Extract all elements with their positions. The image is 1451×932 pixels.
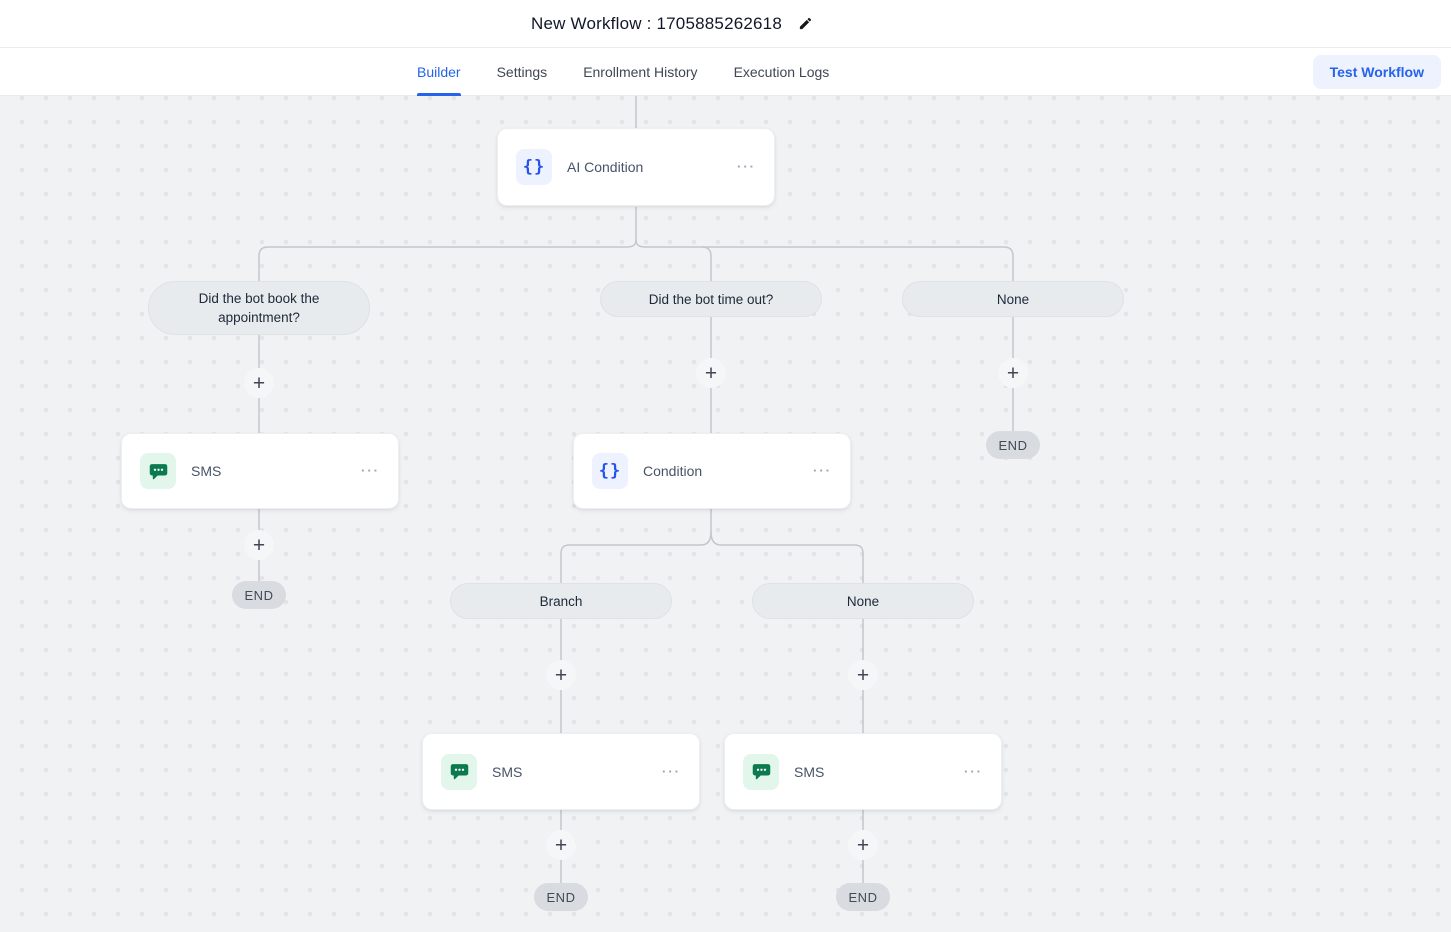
end-badge: END (836, 883, 890, 911)
node-label: Condition (643, 463, 703, 479)
end-badge: END (986, 431, 1040, 459)
workflow-title-group: New Workflow : 1705885262618 (531, 14, 814, 34)
add-step-button[interactable]: + (998, 358, 1028, 388)
node-menu-button[interactable]: ··· (813, 463, 832, 478)
node-menu-button[interactable]: ··· (361, 463, 380, 478)
end-badge: END (534, 883, 588, 911)
tab-settings[interactable]: Settings (496, 64, 548, 80)
node-label: SMS (191, 463, 222, 479)
branch-pill-time-out[interactable]: Did the bot time out? (600, 281, 822, 317)
sms-chat-icon (743, 753, 779, 790)
node-label: SMS (794, 763, 825, 780)
add-step-button[interactable]: + (848, 830, 878, 860)
tab-builder[interactable]: Builder (417, 48, 461, 96)
workflow-header: New Workflow : 1705885262618 (0, 0, 1451, 48)
tab-enrollment-history[interactable]: Enrollment History (583, 64, 698, 80)
edit-title-button[interactable] (796, 15, 814, 33)
branch-pill-none-mid[interactable]: None (752, 583, 974, 619)
braces-icon: {} (592, 453, 628, 489)
add-step-button[interactable]: + (546, 830, 576, 860)
node-sms-bottom-right[interactable]: SMS ··· (724, 733, 1002, 810)
pencil-icon (799, 17, 811, 30)
branch-pill-book-appointment[interactable]: Did the bot book the appointment? (148, 281, 370, 335)
node-ai-condition[interactable]: {} AI Condition ··· (497, 128, 775, 206)
node-sms-bottom-left[interactable]: SMS ··· (422, 733, 700, 810)
node-menu-button[interactable]: ··· (737, 159, 756, 174)
branch-pill-none-top[interactable]: None (902, 281, 1124, 317)
workflow-title: New Workflow : 1705885262618 (531, 13, 782, 33)
end-badge: END (232, 581, 286, 609)
branch-pill-branch[interactable]: Branch (450, 583, 672, 619)
node-label: AI Condition (567, 159, 644, 175)
sms-chat-icon (441, 753, 477, 790)
add-step-button[interactable]: + (546, 660, 576, 690)
node-menu-button[interactable]: ··· (662, 763, 681, 779)
tab-bar: Builder Settings Enrollment History Exec… (0, 48, 1451, 96)
braces-icon: {} (516, 149, 552, 185)
node-menu-button[interactable]: ··· (964, 763, 983, 779)
sms-chat-icon (140, 453, 176, 489)
add-step-button[interactable]: + (848, 660, 878, 690)
test-workflow-button[interactable]: Test Workflow (1312, 55, 1441, 89)
tabs: Builder Settings Enrollment History Exec… (417, 48, 829, 96)
add-step-button[interactable]: + (696, 358, 726, 388)
add-step-button[interactable]: + (244, 530, 274, 560)
node-label: SMS (492, 763, 523, 780)
node-sms-left[interactable]: SMS ··· (121, 433, 399, 509)
add-step-button[interactable]: + (244, 368, 274, 398)
node-condition[interactable]: {} Condition ··· (573, 433, 851, 509)
tab-execution-logs[interactable]: Execution Logs (733, 64, 830, 80)
workflow-canvas[interactable]: {} AI Condition ··· Did the bot book the… (0, 96, 1451, 932)
